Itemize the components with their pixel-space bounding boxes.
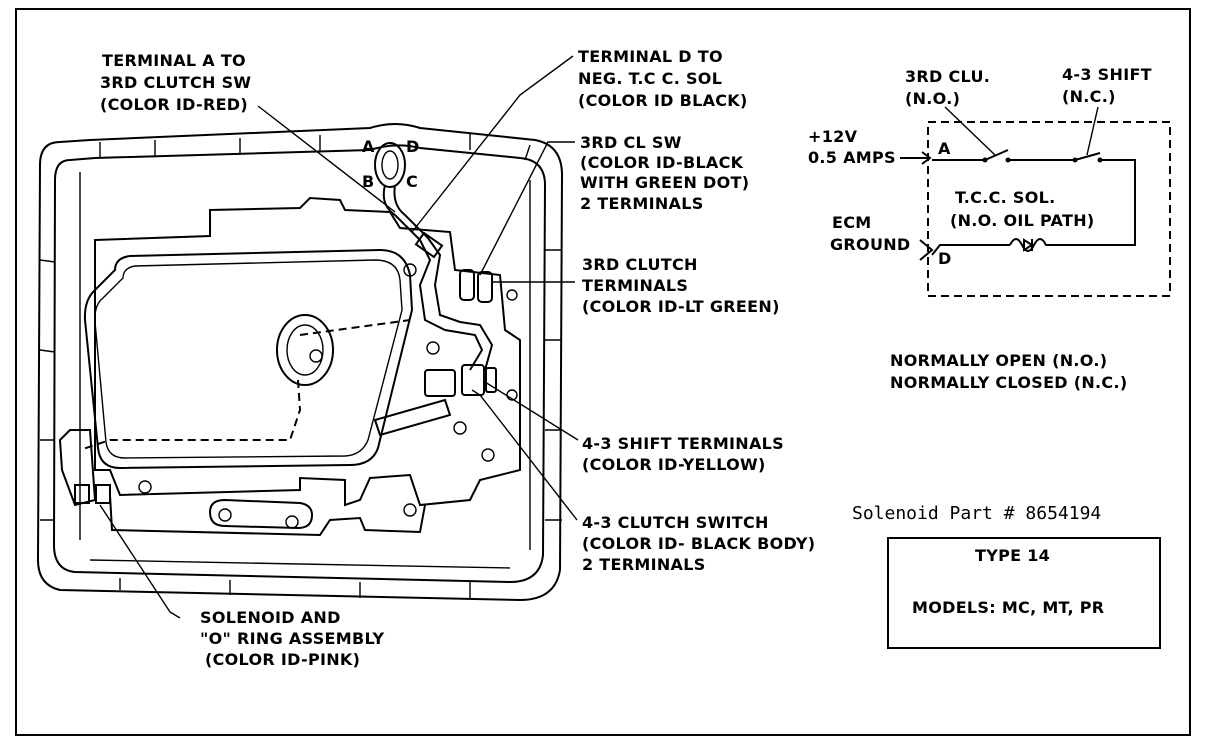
- svg-text:MODELS: MC, MT, PR: MODELS: MC, MT, PR: [912, 598, 1104, 617]
- svg-text:(COLOR ID-PINK): (COLOR ID-PINK): [205, 650, 360, 669]
- svg-text:3RD CL SW: 3RD CL SW: [580, 133, 682, 152]
- callout-terminal-a: TERMINAL A TO 3RD CLUTCH SW (COLOR ID-RE…: [100, 51, 251, 114]
- svg-text:0.5 AMPS: 0.5 AMPS: [808, 148, 896, 167]
- svg-text:4-3 SHIFT TERMINALS: 4-3 SHIFT TERMINALS: [582, 434, 784, 453]
- svg-text:(COLOR ID BLACK): (COLOR ID BLACK): [578, 91, 748, 110]
- svg-text:(N.O.): (N.O.): [905, 89, 960, 108]
- figure-border: [15, 8, 1191, 736]
- svg-text:C: C: [406, 172, 418, 191]
- svg-text:WITH GREEN DOT): WITH GREEN DOT): [580, 173, 749, 192]
- schematic: 3RD CLU. (N.O.) 4-3 SHIFT (N.C.) +12V 0.…: [808, 65, 1171, 297]
- svg-text:NORMALLY OPEN (N.O.): NORMALLY OPEN (N.O.): [890, 351, 1107, 370]
- svg-text:(COLOR ID-BLACK: (COLOR ID-BLACK: [580, 153, 744, 172]
- svg-text:GROUND: GROUND: [830, 235, 911, 254]
- svg-text:NORMALLY CLOSED (N.C.): NORMALLY CLOSED (N.C.): [890, 373, 1127, 392]
- svg-text:4-3 SHIFT: 4-3 SHIFT: [1062, 65, 1152, 84]
- svg-text:D: D: [406, 137, 420, 156]
- svg-text:B: B: [362, 172, 375, 191]
- svg-text:2 TERMINALS: 2 TERMINALS: [580, 194, 704, 213]
- svg-text:3RD CLUTCH SW: 3RD CLUTCH SW: [100, 73, 251, 92]
- svg-text:+12V: +12V: [808, 127, 858, 146]
- svg-text:(N.C.): (N.C.): [1062, 87, 1116, 106]
- svg-text:"O" RING ASSEMBLY: "O" RING ASSEMBLY: [200, 629, 384, 648]
- callout-third-cl-sw: 3RD CL SW (COLOR ID-BLACK WITH GREEN DOT…: [580, 133, 749, 213]
- schematic-dashed-box: [927, 121, 1171, 297]
- svg-text:(COLOR ID-LT GREEN): (COLOR ID-LT GREEN): [582, 297, 780, 316]
- svg-text:TERMINAL D TO: TERMINAL D TO: [578, 47, 723, 66]
- svg-text:TYPE 14: TYPE 14: [975, 546, 1050, 565]
- svg-text:(COLOR ID-YELLOW): (COLOR ID-YELLOW): [582, 455, 766, 474]
- svg-text:2 TERMINALS: 2 TERMINALS: [582, 555, 706, 574]
- svg-text:3RD CLU.: 3RD CLU.: [905, 67, 990, 86]
- callout-third-clutch-terminals: 3RD CLUTCH TERMINALS (COLOR ID-LT GREEN): [582, 255, 780, 316]
- svg-text:ECM: ECM: [832, 213, 872, 232]
- svg-text:A: A: [362, 137, 375, 156]
- svg-text:3RD CLUTCH: 3RD CLUTCH: [582, 255, 698, 274]
- callout-clutch-switch: 4-3 CLUTCH SWITCH (COLOR ID- BLACK BODY)…: [582, 513, 815, 574]
- svg-text:TERMINALS: TERMINALS: [582, 276, 688, 295]
- svg-text:SOLENOID AND: SOLENOID AND: [200, 608, 341, 627]
- transmission-pan-drawing: [36, 123, 564, 602]
- svg-text:TERMINAL A TO: TERMINAL A TO: [102, 51, 246, 70]
- callout-terminal-d: TERMINAL D TO NEG. T.C C. SOL (COLOR ID …: [578, 47, 748, 110]
- svg-text:(N.O. OIL PATH): (N.O. OIL PATH): [950, 211, 1095, 230]
- connector-letters: A B C D: [362, 137, 420, 191]
- svg-text:D: D: [938, 249, 952, 268]
- svg-text:(COLOR ID-RED): (COLOR ID-RED): [100, 95, 248, 114]
- legend: NORMALLY OPEN (N.O.) NORMALLY CLOSED (N.…: [890, 351, 1127, 392]
- callout-leaders: [99, 55, 579, 619]
- callout-shift-terminals: 4-3 SHIFT TERMINALS (COLOR ID-YELLOW): [582, 434, 784, 474]
- svg-text:A: A: [938, 139, 951, 158]
- part-number: Solenoid Part # 8654194: [852, 503, 1101, 524]
- type-box: TYPE 14 MODELS: MC, MT, PR: [887, 537, 1161, 649]
- svg-text:4-3 CLUTCH SWITCH: 4-3 CLUTCH SWITCH: [582, 513, 769, 532]
- svg-text:T.C.C. SOL.: T.C.C. SOL.: [955, 188, 1055, 207]
- svg-text:NEG. T.C C. SOL: NEG. T.C C. SOL: [578, 69, 722, 88]
- svg-text:(COLOR ID- BLACK BODY): (COLOR ID- BLACK BODY): [582, 534, 815, 553]
- callout-solenoid-assembly: SOLENOID AND "O" RING ASSEMBLY (COLOR ID…: [200, 608, 384, 669]
